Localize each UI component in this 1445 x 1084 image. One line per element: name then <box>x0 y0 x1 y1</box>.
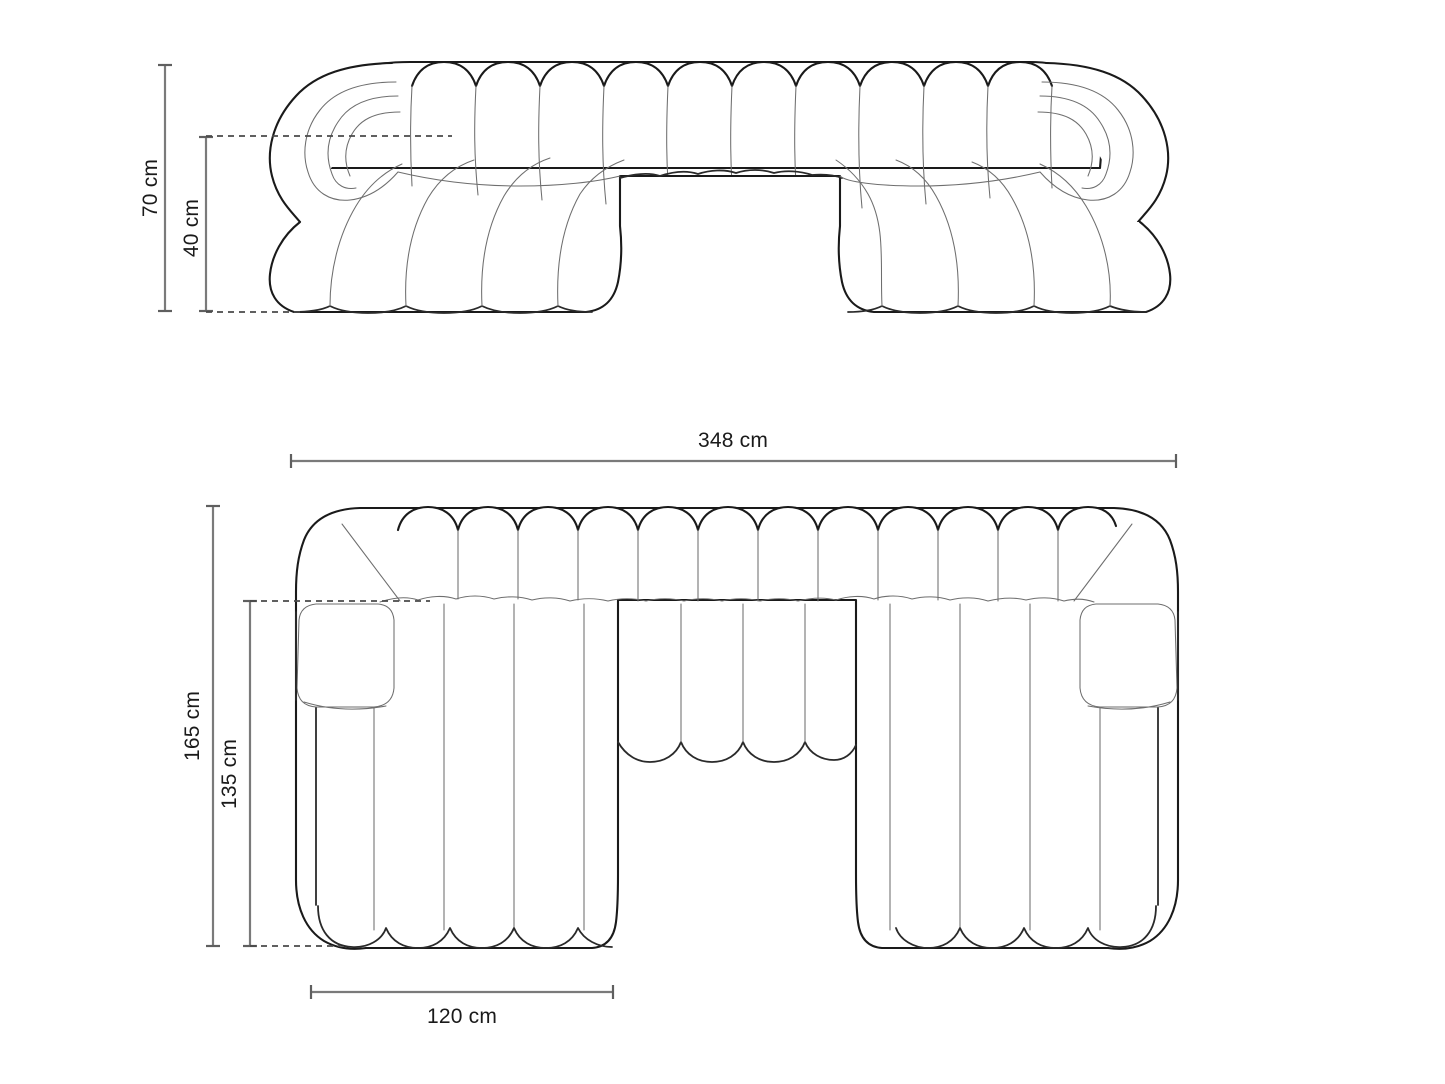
front-right-arm-inner-curve <box>1039 171 1131 201</box>
front-right-seat-scallop <box>847 305 1147 314</box>
dimension-overall-height: 70 cm <box>139 63 172 313</box>
plan-right-seat-seams <box>889 603 1101 931</box>
front-right-arm-arc-1 <box>1041 81 1134 173</box>
front-right-arm-arc-2 <box>1039 95 1111 175</box>
front-left-seat-scallop <box>293 305 593 314</box>
plan-right-seat-scallop-bottom <box>895 905 1157 949</box>
plan-left-arm-pad-inner <box>303 701 387 710</box>
front-left-arm-arc-2 <box>327 95 399 175</box>
plan-right-armrest <box>1073 523 1179 906</box>
plan-middle-gap-scallop <box>617 741 857 763</box>
front-left-arm-inner-curve <box>307 171 399 201</box>
dimension-overall-depth: 165 cm <box>181 504 220 948</box>
front-elevation-view: 70 cm 40 cm <box>139 60 1172 314</box>
front-left-arm-inner-curve-2 <box>331 173 357 189</box>
dimension-module-width-label: 120 cm <box>427 1005 497 1028</box>
plan-right-arm-miter <box>1073 523 1133 602</box>
dimension-seat-depth-label: 135 cm <box>218 739 241 809</box>
plan-back-row-bottom <box>379 595 1095 603</box>
top-plan-view: 348 cm <box>181 429 1180 1028</box>
dimension-overall-depth-label: 165 cm <box>181 691 204 761</box>
plan-left-armrest <box>295 523 401 906</box>
front-right-seat-seams <box>835 159 1111 307</box>
plan-back-row-seams <box>457 529 1059 602</box>
front-left-arm-arc-3 <box>345 111 401 177</box>
plan-left-arm-pad <box>296 603 395 708</box>
plan-left-arm-miter <box>341 523 401 602</box>
dimension-seat-height: 40 cm <box>180 135 213 313</box>
plan-right-arm-pad-inner <box>1087 701 1171 710</box>
front-left-arm-arc-1 <box>304 81 397 173</box>
dimension-overall-width: 348 cm <box>289 429 1178 468</box>
front-left-armrest <box>268 61 401 224</box>
dimension-overall-width-label: 348 cm <box>698 429 768 452</box>
dimension-seat-height-label: 40 cm <box>180 199 203 257</box>
front-right-arm-arc-3 <box>1037 111 1093 177</box>
plan-outline <box>294 506 1180 950</box>
front-seat-body-outline <box>268 174 1172 314</box>
front-middle-underside-scallop <box>619 169 843 179</box>
plan-middle-seams <box>680 603 806 743</box>
front-seat-back-joint-right <box>839 171 1041 187</box>
front-seat-back-joint-left <box>397 171 621 187</box>
front-left-seat-seams <box>329 157 625 307</box>
plan-right-arm-pad <box>1079 603 1178 708</box>
dimension-module-width: 120 cm <box>309 985 615 1028</box>
front-right-armrest <box>1037 61 1170 224</box>
front-right-arm-inner-curve-2 <box>1081 173 1107 189</box>
plan-left-seat-scallop-bottom <box>317 905 613 949</box>
dimension-overall-height-label: 70 cm <box>139 159 162 217</box>
dimension-seat-depth: 135 cm <box>218 599 257 948</box>
plan-left-seat-seams <box>373 603 585 931</box>
